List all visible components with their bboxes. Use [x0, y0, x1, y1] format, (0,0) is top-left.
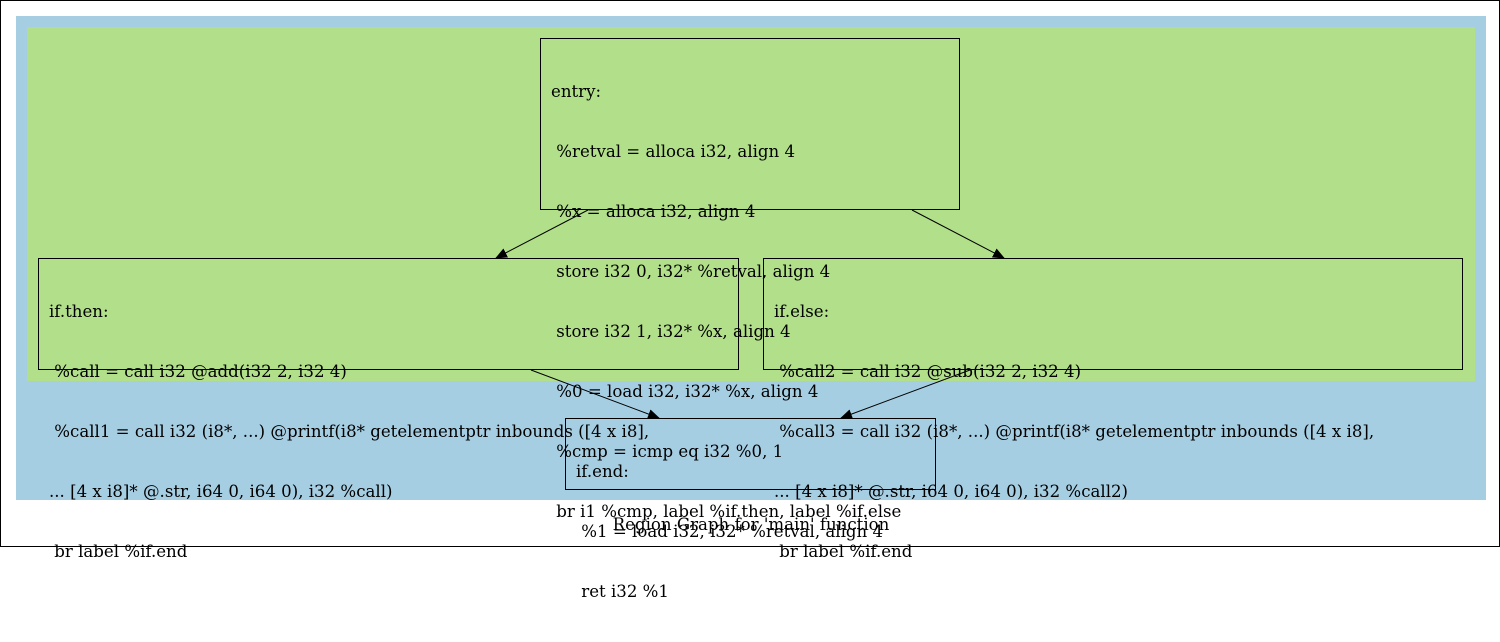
edge-if-then-to-if-end: [530, 369, 660, 419]
node-if-then[interactable]: if.then: %call = call i32 @add(i32 2, i3…: [38, 258, 739, 561]
graph-frame: entry: %retval = alloca i32, align 4 %x …: [0, 0, 1500, 601]
node-if-else[interactable]: if.else: %call2 = call i32 @sub(i32 2, i…: [763, 258, 1463, 561]
node-entry[interactable]: entry: %retval = alloca i32, align 4 %x …: [540, 38, 960, 521]
instruction-line: %call1 = call i32 (i8*, ...) @printf(i8*…: [49, 422, 650, 441]
instruction-line: %cmp = icmp eq i32 %0, 1: [551, 442, 784, 461]
edge-entry-to-if-then: [495, 209, 589, 259]
edges-layer: [495, 209, 1005, 419]
instruction-line: %x = alloca i32, align 4: [551, 202, 756, 221]
instruction-line: store i32 1, i32* %x, align 4: [551, 322, 791, 341]
node-label: if.end:: [576, 462, 629, 481]
node-label: if.else:: [774, 302, 830, 321]
instruction-line: %call2 = call i32 @sub(i32 2, i32 4): [774, 362, 1082, 381]
instruction-line: ... [4 x i8]* @.str, i64 0, i64 0), i32 …: [774, 482, 1129, 501]
inner-region: [27, 27, 1475, 381]
edge-entry-to-if-else: [911, 209, 1005, 259]
node-label: if.then:: [49, 302, 109, 321]
instruction-line: store i32 0, i32* %retval, align 4: [551, 262, 831, 281]
instruction-line: %call3 = call i32 (i8*, ...) @printf(i8*…: [774, 422, 1375, 441]
instruction-line: %retval = alloca i32, align 4: [551, 142, 796, 161]
instruction-line: %0 = load i32, i32* %x, align 4: [551, 382, 819, 401]
instruction-line: ... [4 x i8]* @.str, i64 0, i64 0), i32 …: [49, 482, 393, 501]
instruction-line: ret i32 %1: [576, 582, 669, 601]
node-label: entry:: [551, 82, 602, 101]
instruction-line: %1 = load i32, i32* %retval, align 4: [576, 522, 884, 541]
instruction-line: br i1 %cmp, label %if.then, label %if.el…: [551, 502, 902, 521]
node-if-end[interactable]: if.end: %1 = load i32, i32* %retval, ali…: [565, 418, 936, 601]
instruction-line: %call = call i32 @add(i32 2, i32 4): [49, 362, 347, 381]
graph-caption: Region Graph for 'main' function: [612, 515, 890, 534]
edge-if-else-to-if-end: [840, 369, 971, 419]
